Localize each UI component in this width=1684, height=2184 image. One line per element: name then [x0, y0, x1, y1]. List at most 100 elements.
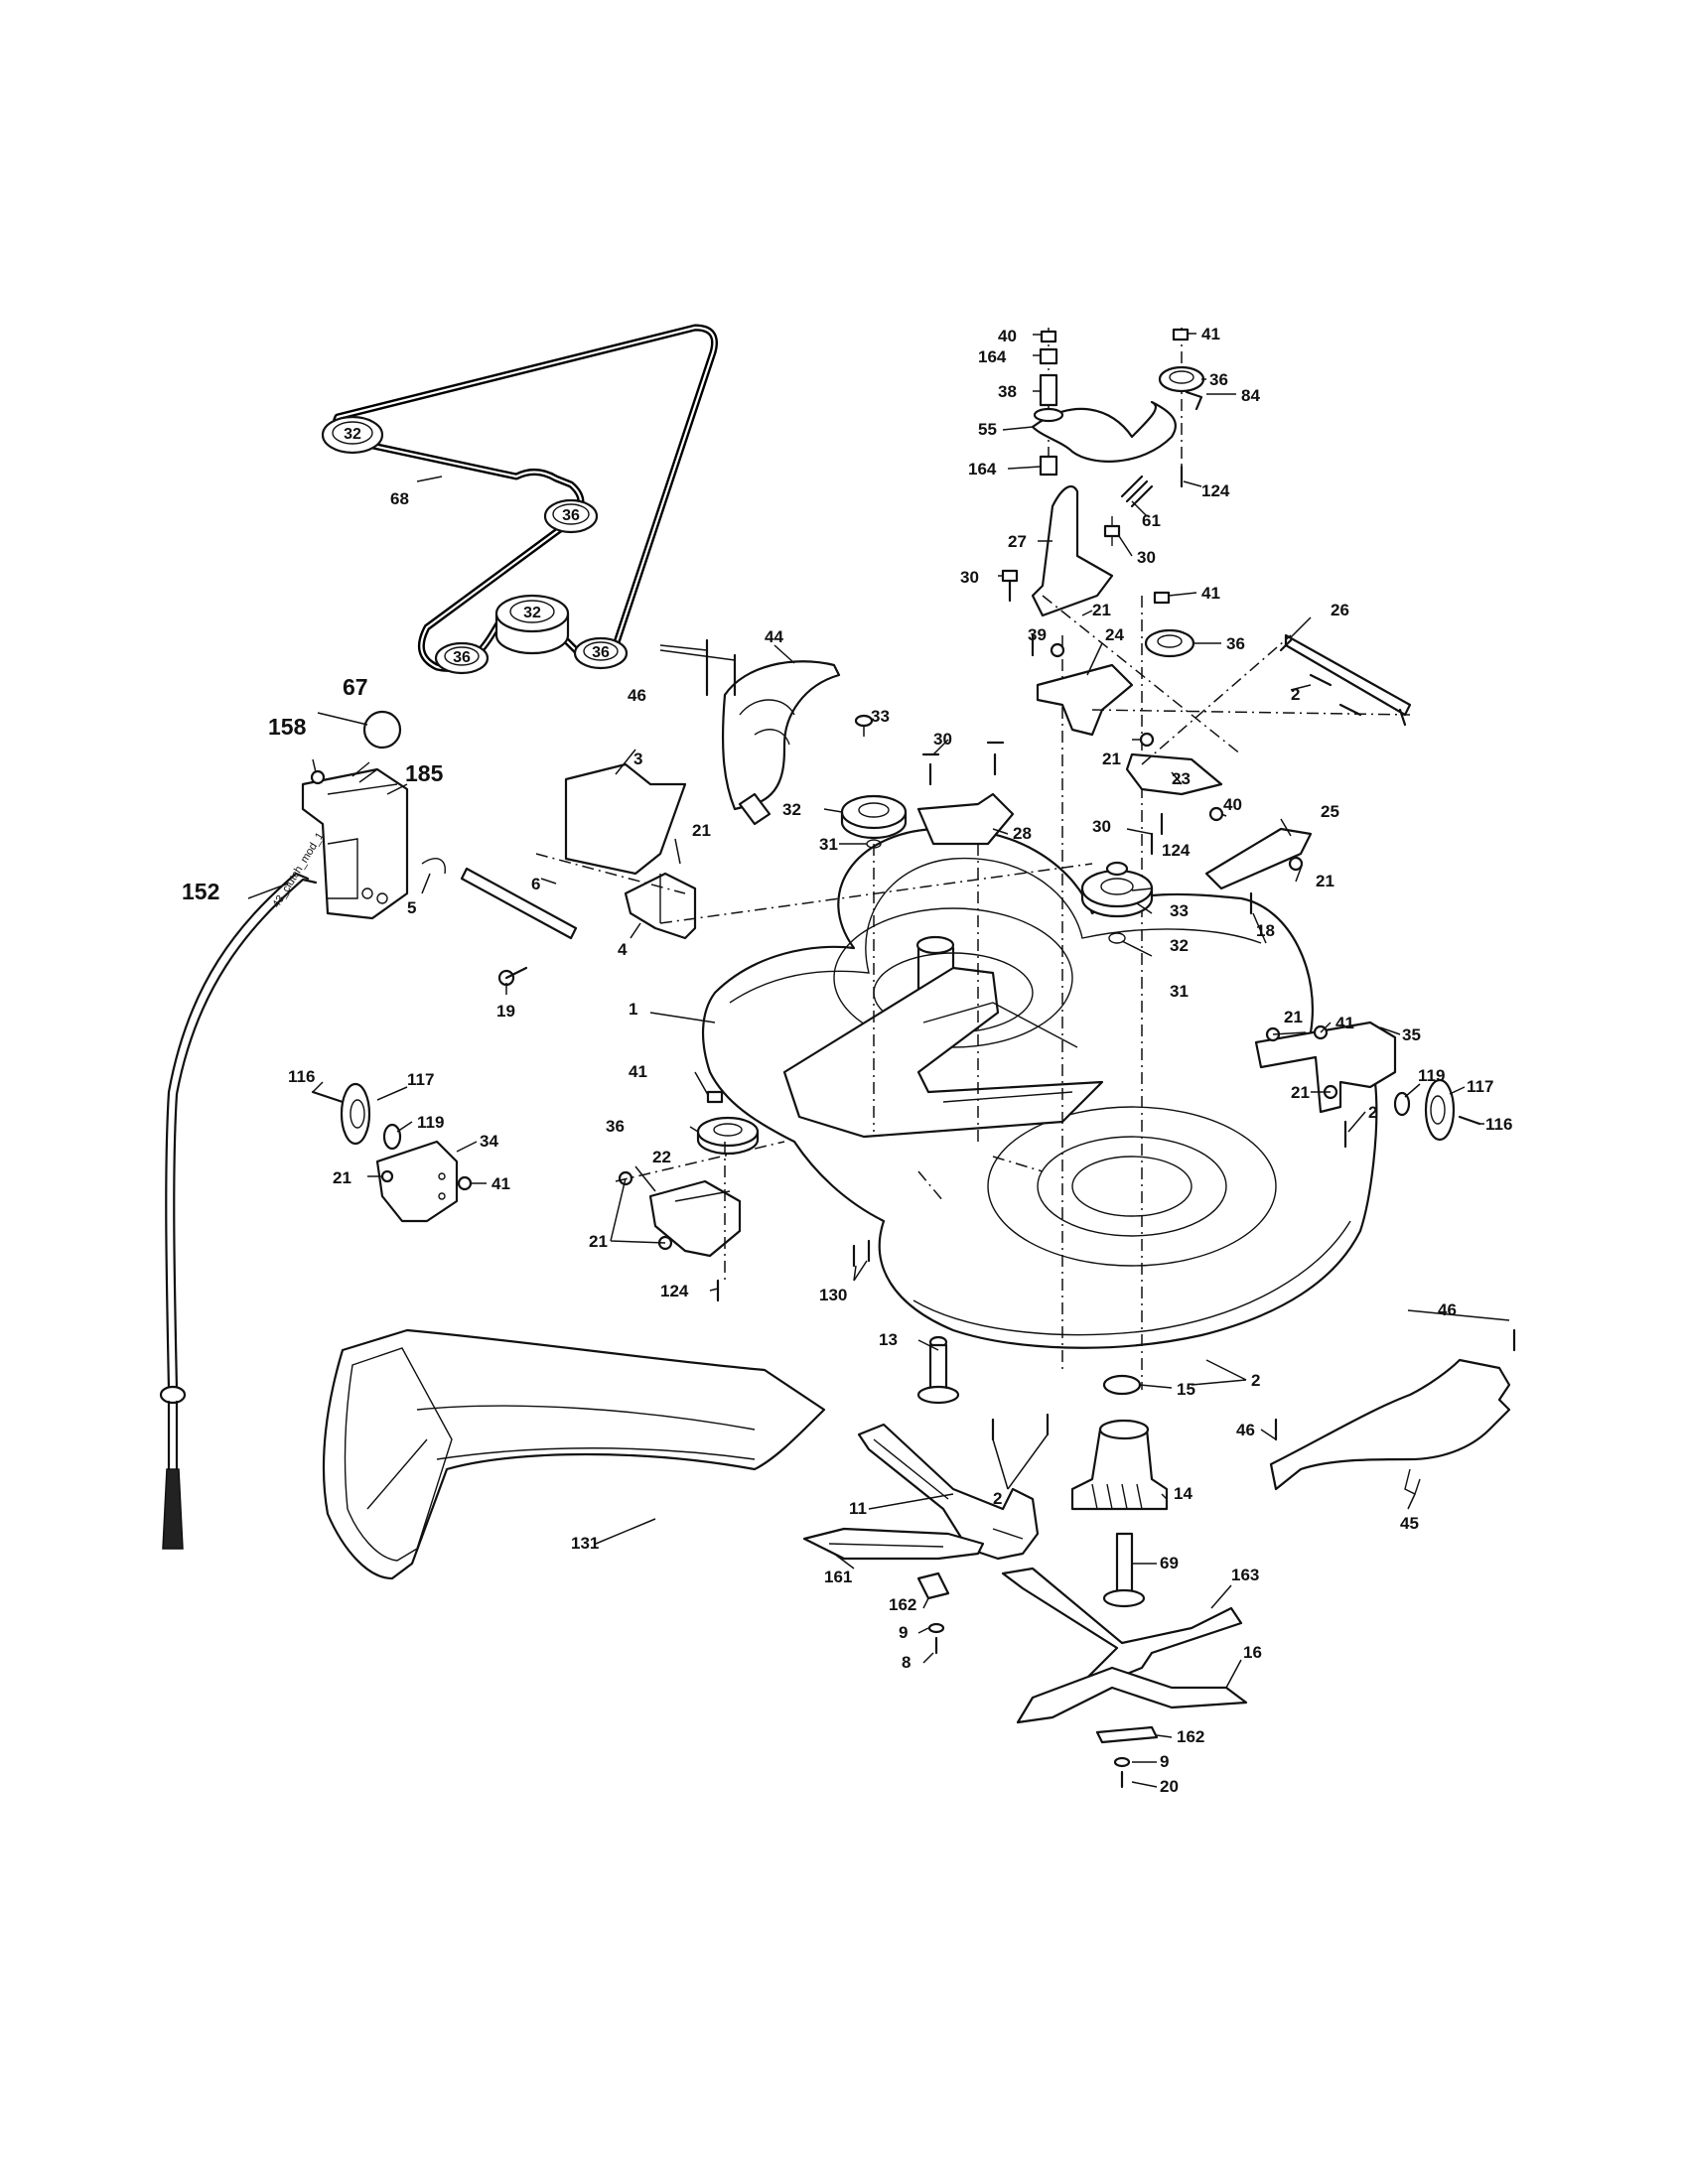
callout-68: 68 [390, 489, 409, 508]
blade-161 [802, 1527, 985, 1561]
callout-124: 124 [1162, 841, 1191, 860]
blade-16 [1016, 1666, 1248, 1724]
callout-2: 2 [993, 1489, 1002, 1508]
callout-46: 46 [628, 686, 646, 705]
callout-162: 162 [1177, 1727, 1204, 1746]
bracket-28 [916, 792, 1015, 846]
callout-13: 13 [879, 1330, 898, 1349]
bracket-35 [1254, 1021, 1397, 1114]
callout-44: 44 [765, 627, 783, 646]
callout-32: 32 [782, 800, 801, 819]
callout-124: 124 [660, 1282, 689, 1300]
gauge-wheel-right [1254, 1021, 1481, 1149]
callout-33: 33 [1170, 901, 1189, 920]
spacer-38 [1039, 373, 1058, 407]
callout-39: 39 [1028, 625, 1047, 644]
callout-34: 34 [480, 1132, 498, 1151]
callout-9: 9 [1160, 1752, 1169, 1771]
callout-124: 124 [1201, 481, 1230, 500]
washer-162-left [916, 1571, 950, 1600]
blade-163 [1001, 1567, 1243, 1690]
callout-32: 32 [1170, 936, 1189, 955]
knob-67 [362, 710, 402, 750]
callout-31: 31 [819, 835, 838, 854]
mower-deck-1 [702, 827, 1378, 1349]
callout-41: 41 [1335, 1014, 1354, 1032]
belt-pulley-36-left-bottom: 36 [434, 641, 490, 675]
rod-26 [1284, 633, 1412, 717]
callout-46: 46 [1438, 1300, 1457, 1319]
callout-119: 119 [417, 1113, 444, 1132]
callout-5: 5 [407, 898, 416, 917]
callout-8: 8 [902, 1653, 911, 1672]
callout-2: 2 [1251, 1371, 1260, 1390]
nut-41 [1172, 328, 1190, 341]
callout-41: 41 [1201, 325, 1220, 343]
callout-6: 6 [531, 875, 540, 893]
belt-cover-44 [721, 660, 841, 811]
belt-pulley-label: 36 [592, 644, 610, 661]
callout-158: 158 [268, 714, 307, 740]
callout-21: 21 [1102, 750, 1121, 768]
right-blade-assembly [1001, 1374, 1248, 1789]
callout-36: 36 [606, 1117, 625, 1136]
callout-22: 22 [652, 1148, 671, 1166]
callout-41: 41 [491, 1174, 510, 1193]
washer-162-right [1095, 1725, 1159, 1744]
belt-pulley-36-right-bottom: 36 [573, 636, 629, 670]
left-blade-assembly [802, 1335, 1050, 1655]
belt-routing-diagram: 32 36 32 36 36 [321, 324, 718, 675]
callout-119: 119 [1418, 1066, 1445, 1085]
pin-5 [421, 858, 446, 875]
callout-185: 185 [405, 760, 444, 786]
callout-21: 21 [333, 1168, 351, 1187]
callout-labels: 40 164 38 55 164 41 36 84 124 61 27 30 3… [182, 325, 1512, 1796]
callout-26: 26 [1331, 601, 1349, 619]
callout-164: 164 [968, 460, 997, 478]
callout-30: 30 [933, 730, 952, 749]
callout-38: 38 [998, 382, 1017, 401]
callout-45: 45 [1400, 1514, 1419, 1533]
callout-24: 24 [1105, 625, 1124, 644]
callout-9: 9 [899, 1623, 908, 1642]
callout-40: 40 [1223, 795, 1242, 814]
spindle-shaft-69 [1115, 1532, 1134, 1595]
belt-pulley-label: 36 [453, 649, 471, 666]
belt-pulley-label: 36 [562, 507, 580, 524]
belt-pulley-32-left: 32 [321, 415, 384, 455]
callout-15: 15 [1177, 1380, 1195, 1399]
callout-23: 23 [1172, 769, 1191, 788]
leader-lines [247, 333, 1510, 1788]
belt-pulley-label: 32 [523, 605, 541, 621]
callout-2: 2 [1368, 1103, 1377, 1122]
callout-18: 18 [1256, 921, 1275, 940]
callout-2: 2 [1291, 685, 1300, 704]
bracket-34 [375, 1140, 459, 1223]
callout-117: 117 [407, 1070, 434, 1089]
belt-pulley-36-middle: 36 [543, 498, 599, 534]
callout-67: 67 [343, 674, 368, 700]
callout-55: 55 [978, 420, 997, 439]
spindle-shaft-13 [928, 1343, 948, 1392]
belt-pulley-32-center: 32 [494, 594, 570, 655]
callout-27: 27 [1008, 532, 1027, 551]
callout-30: 30 [960, 568, 979, 587]
callout-40: 40 [998, 327, 1017, 345]
clutch-bracket-185 [301, 767, 409, 920]
callout-30: 30 [1137, 548, 1156, 567]
plate-3 [564, 762, 687, 876]
callout-11: 11 [849, 1499, 867, 1518]
idler-arm-55 [1031, 400, 1177, 463]
blade-11 [857, 1423, 1040, 1561]
callout-30: 30 [1092, 817, 1111, 836]
callout-21: 21 [1092, 601, 1111, 619]
callout-164: 164 [978, 347, 1007, 366]
upper-middle-parts [421, 638, 1093, 1142]
callout-117: 117 [1467, 1077, 1493, 1096]
callout-33: 33 [871, 707, 890, 726]
spring-61 [1120, 475, 1154, 508]
callout-16: 16 [1243, 1643, 1262, 1662]
callout-21: 21 [1291, 1083, 1310, 1102]
gauge-wheel-left [311, 1082, 473, 1223]
